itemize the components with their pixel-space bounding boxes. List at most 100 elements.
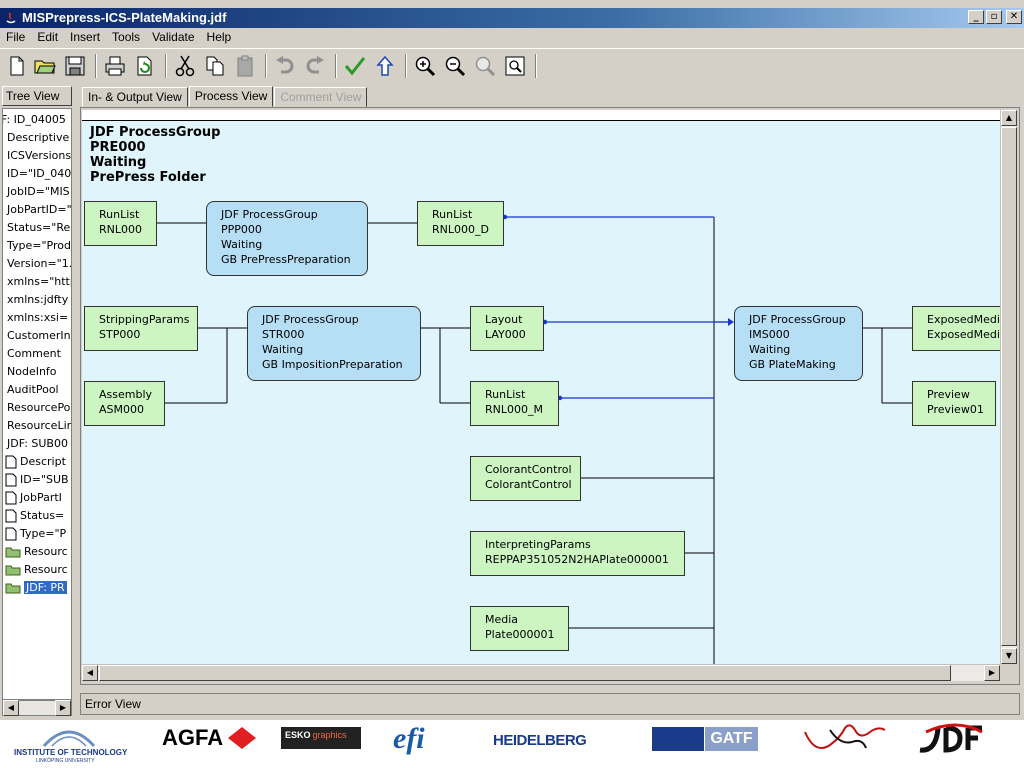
tree-item[interactable]: Type="P	[5, 525, 66, 543]
process-node-str000[interactable]: JDF ProcessGroup STR000 Waiting GB Impos…	[247, 306, 421, 381]
resource-node-runlist-rnl000[interactable]: RunList RNL000	[84, 201, 157, 246]
zoom-icon[interactable]	[472, 53, 498, 79]
scroll-left-button[interactable]: ◀	[3, 700, 19, 716]
zoom-in-icon[interactable]	[412, 53, 438, 79]
tree-item-label: ICSVersions	[7, 149, 72, 162]
tree-item[interactable]: Resourc	[5, 561, 68, 579]
resource-node-exposed-media[interactable]: ExposedMedia ExposedMedia	[912, 306, 1000, 351]
tree-item-label: Comment	[7, 347, 61, 360]
copy-icon[interactable]	[202, 53, 228, 79]
process-node-ims000[interactable]: JDF ProcessGroup IMS000 Waiting GB Plate…	[734, 306, 863, 381]
scroll-down-button[interactable]: ▼	[1001, 648, 1017, 664]
tree-item[interactable]: xmlns="http	[7, 273, 71, 291]
tree-item[interactable]: Status="Re	[7, 219, 70, 237]
tree-horizontal-scrollbar[interactable]: ◀ ▶	[2, 700, 72, 716]
paste-icon[interactable]	[232, 53, 258, 79]
tree-item[interactable]: CustomerIn	[7, 327, 71, 345]
resource-node-interpreting-params[interactable]: InterpretingParams REPPAP351052N2HAPlate…	[470, 531, 685, 576]
tree-item[interactable]: Descript	[5, 453, 66, 471]
efi-logo: efi	[393, 722, 425, 755]
zoom-out-icon[interactable]	[442, 53, 468, 79]
process-group-status: Waiting	[90, 155, 147, 170]
university-seal-icon	[42, 730, 96, 748]
resource-node-stripping-params[interactable]: StrippingParams STP000	[84, 306, 198, 351]
tree-item[interactable]: JDF: PR	[5, 579, 67, 597]
node-id: LAY000	[485, 328, 526, 341]
redo-icon[interactable]	[302, 53, 328, 79]
resource-node-runlist-rnl000-d[interactable]: RunList RNL000_D	[417, 201, 504, 246]
canvas-vertical-scrollbar[interactable]: ▲ ▼	[1000, 110, 1017, 664]
tree-item-label: Resourc	[24, 563, 68, 576]
resource-node-assembly[interactable]: Assembly ASM000	[84, 381, 165, 426]
tree-item[interactable]: xmlns:jdfty	[7, 291, 68, 309]
tree-item[interactable]: JobPartID="	[7, 201, 71, 219]
resource-node-colorant-control[interactable]: ColorantControl ColorantControl	[470, 456, 581, 501]
tab-in-output-view[interactable]: In- & Output View	[82, 87, 188, 107]
minimize-button[interactable]: _	[968, 10, 984, 24]
vertical-scroll-thumb[interactable]	[1001, 127, 1017, 646]
tree-item[interactable]: AuditPool	[7, 381, 59, 399]
tree-item[interactable]: xmlns:xsi=	[7, 309, 68, 327]
menu-edit[interactable]: Edit	[37, 30, 59, 44]
close-button[interactable]: ✕	[1006, 10, 1022, 24]
resource-node-runlist-rnl000-m[interactable]: RunList RNL000_M	[470, 381, 559, 426]
fit-to-window-icon[interactable]	[502, 53, 528, 79]
tree-item[interactable]: ResourcePo	[7, 399, 70, 417]
menu-file[interactable]: File	[6, 30, 26, 44]
liu-line1: INSTITUTE OF TECHNOLOGY	[14, 748, 128, 757]
heidelberg-logo: HEIDELBERG	[493, 732, 587, 749]
refresh-icon[interactable]	[132, 53, 158, 79]
menu-tools[interactable]: Tools	[112, 30, 141, 44]
tree-item[interactable]: ID="ID_040	[7, 165, 71, 183]
resource-node-layout[interactable]: Layout LAY000	[470, 306, 544, 351]
tree-view-tab[interactable]: Tree View	[2, 86, 72, 106]
esko-sub-wordmark: graphics	[312, 730, 347, 740]
new-file-icon[interactable]	[4, 53, 30, 79]
scroll-up-button[interactable]: ▲	[1001, 110, 1017, 126]
tree-item[interactable]: Resourc	[5, 543, 68, 561]
file-icon	[5, 527, 17, 541]
process-node-ppp000[interactable]: JDF ProcessGroup PPP000 Waiting GB PrePr…	[206, 201, 368, 276]
tree-item[interactable]: Descriptive	[7, 129, 69, 147]
file-icon	[5, 473, 17, 487]
tree-item[interactable]: NodeInfo	[7, 363, 57, 381]
scroll-right-button[interactable]: ▶	[55, 700, 71, 716]
up-arrow-icon[interactable]	[372, 53, 398, 79]
validate-check-icon[interactable]	[342, 53, 368, 79]
save-icon[interactable]	[62, 53, 88, 79]
horizontal-scroll-thumb[interactable]	[99, 665, 951, 681]
menu-insert[interactable]: Insert	[70, 30, 101, 44]
tree-item[interactable]: ICSVersions	[7, 147, 71, 165]
resource-node-media[interactable]: Media Plate000001	[470, 606, 569, 651]
tab-process-view[interactable]: Process View	[188, 86, 274, 107]
open-folder-icon[interactable]	[32, 53, 58, 79]
tree-item[interactable]: JobID="MIS	[7, 183, 70, 201]
undo-icon[interactable]	[272, 53, 298, 79]
tree-item[interactable]: Status=	[5, 507, 64, 525]
process-canvas[interactable]: JDF ProcessGroup PRE000 Waiting PrePress…	[82, 121, 1000, 664]
scroll-right-button[interactable]: ▶	[984, 665, 1000, 681]
tree-item[interactable]: F: ID_04005	[3, 111, 66, 129]
tree-item-label: JobID="MIS	[7, 185, 70, 198]
resource-node-preview[interactable]: Preview Preview01	[912, 381, 996, 426]
tree-item-label: JDF: PR	[24, 581, 67, 594]
tree-item[interactable]: ResourceLin	[7, 417, 71, 435]
canvas-horizontal-scrollbar[interactable]: ◀ ▶	[82, 664, 1000, 681]
print-icon[interactable]	[102, 53, 128, 79]
tree-item[interactable]: Version="1.	[7, 255, 71, 273]
tree-item[interactable]: JDF: SUB00	[7, 435, 68, 453]
cut-icon[interactable]	[172, 53, 198, 79]
tree-item-label: CustomerIn	[7, 329, 71, 342]
maximize-button[interactable]: ▫	[986, 10, 1002, 24]
tree-item[interactable]: JobPartI	[5, 489, 62, 507]
node-type: RunList	[485, 388, 526, 401]
tree-item[interactable]: Comment	[7, 345, 61, 363]
menu-help[interactable]: Help	[206, 30, 232, 44]
tree-item[interactable]: Type="Prod	[7, 237, 71, 255]
tree-item-label: xmlns:jdfty	[7, 293, 69, 306]
scroll-left-button[interactable]: ◀	[82, 665, 98, 681]
connection-lines	[156, 214, 912, 664]
menu-validate[interactable]: Validate	[152, 30, 195, 44]
title-bar: MISPrepress-ICS-PlateMaking.jdf _ ▫ ✕	[0, 8, 1024, 28]
tree-item[interactable]: ID="SUB	[5, 471, 69, 489]
